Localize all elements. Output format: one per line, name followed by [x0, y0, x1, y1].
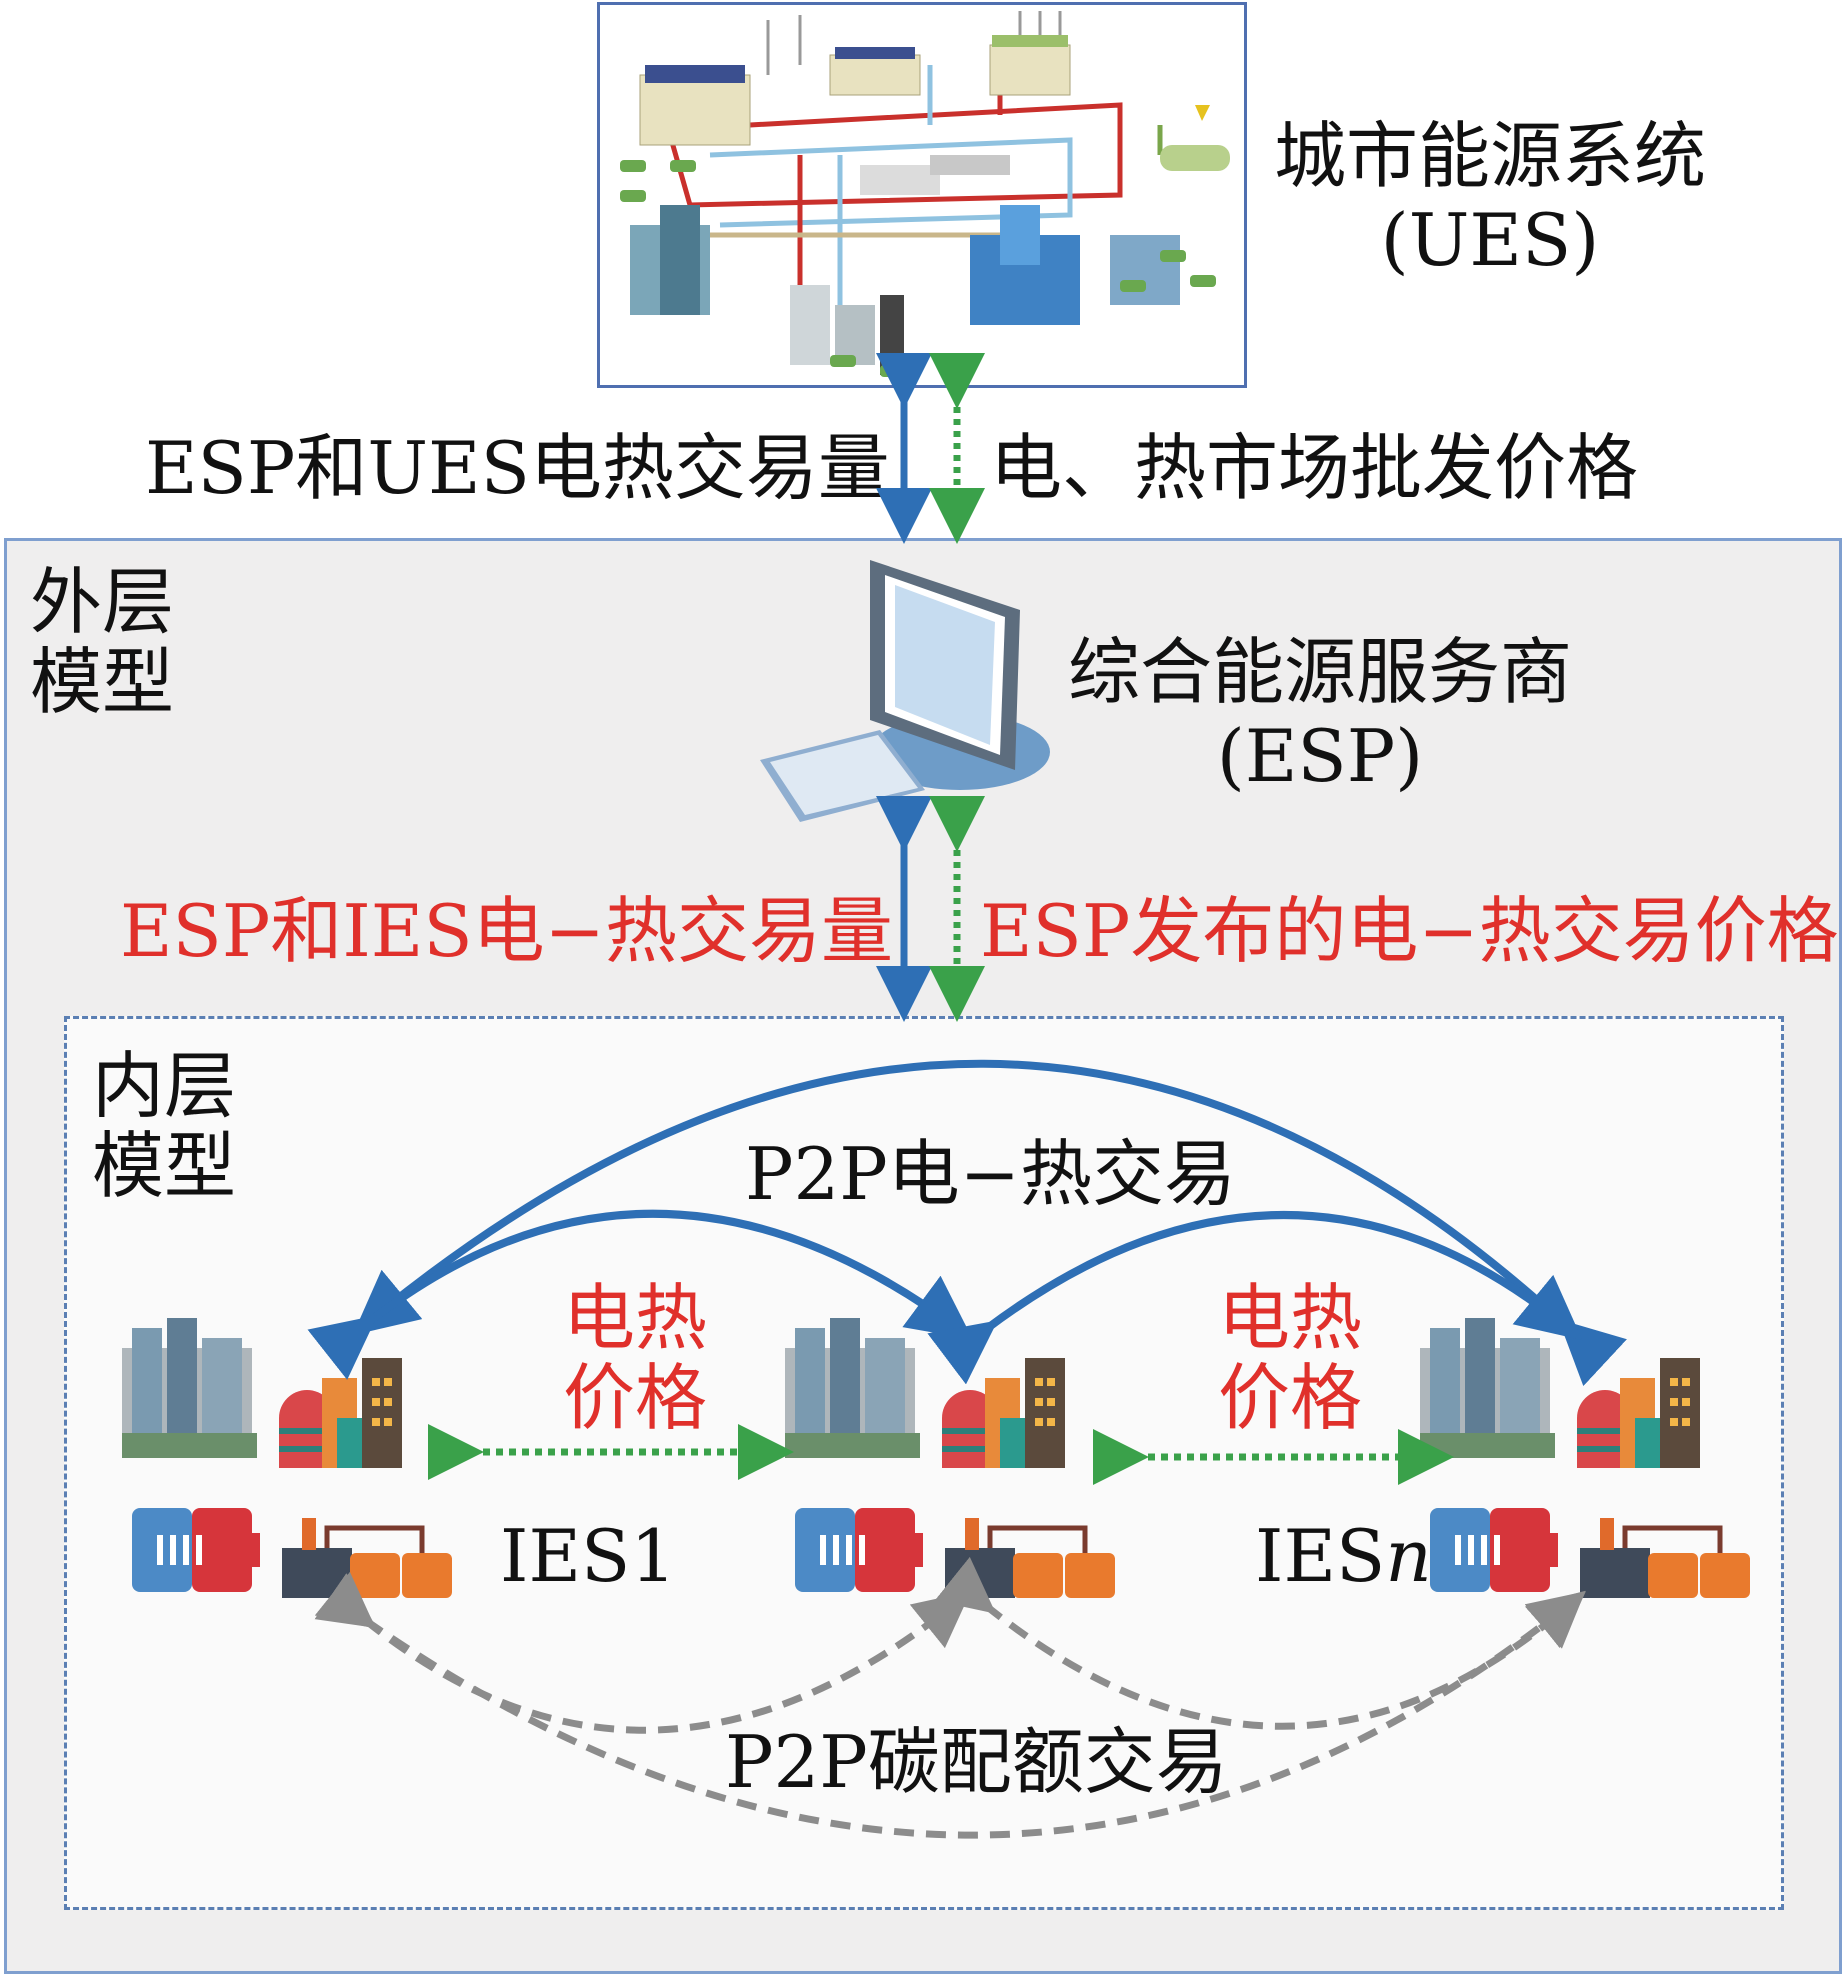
ies1-label: IES1: [500, 1514, 677, 1598]
mid-link-right-label: ESP发布的电−热交易价格: [980, 889, 1839, 973]
outer-model-label-line2: 模型: [30, 640, 175, 724]
price-label-right-line2: 价格: [1217, 1356, 1362, 1440]
iesn-prefix: IES: [1255, 1514, 1386, 1598]
ues-title: 城市能源系统: [1273, 114, 1706, 198]
ues-illustration: [597, 2, 1247, 388]
ues-abbr: (UES): [1380, 198, 1600, 282]
iesn-suffix: n: [1385, 1514, 1432, 1598]
p2p-energy-trade-label: P2P电−热交易: [745, 1132, 1237, 1216]
price-label-right-line1: 电热: [1217, 1276, 1362, 1360]
city-energy-map-icon: [620, 11, 1230, 377]
esp-abbr: (ESP): [1216, 714, 1424, 798]
esp-title: 综合能源服务商: [1067, 630, 1572, 714]
outer-model-label-line1: 外层: [30, 560, 175, 644]
mid-link-left-label: ESP和IES电−热交易量: [120, 889, 893, 973]
inner-model-label-line2: 模型: [92, 1124, 237, 1208]
price-label-left-line1: 电热: [562, 1276, 707, 1360]
inner-model-label-line1: 内层: [92, 1044, 237, 1128]
p2p-carbon-trade-label: P2P碳配额交易: [725, 1720, 1228, 1804]
price-label-left-line2: 价格: [562, 1356, 707, 1440]
iesn-label: IESn: [1255, 1520, 1432, 1592]
top-link-right-label: 电、热市场批发价格: [990, 426, 1639, 510]
top-link-left-label: ESP和UES电热交易量: [145, 426, 890, 510]
